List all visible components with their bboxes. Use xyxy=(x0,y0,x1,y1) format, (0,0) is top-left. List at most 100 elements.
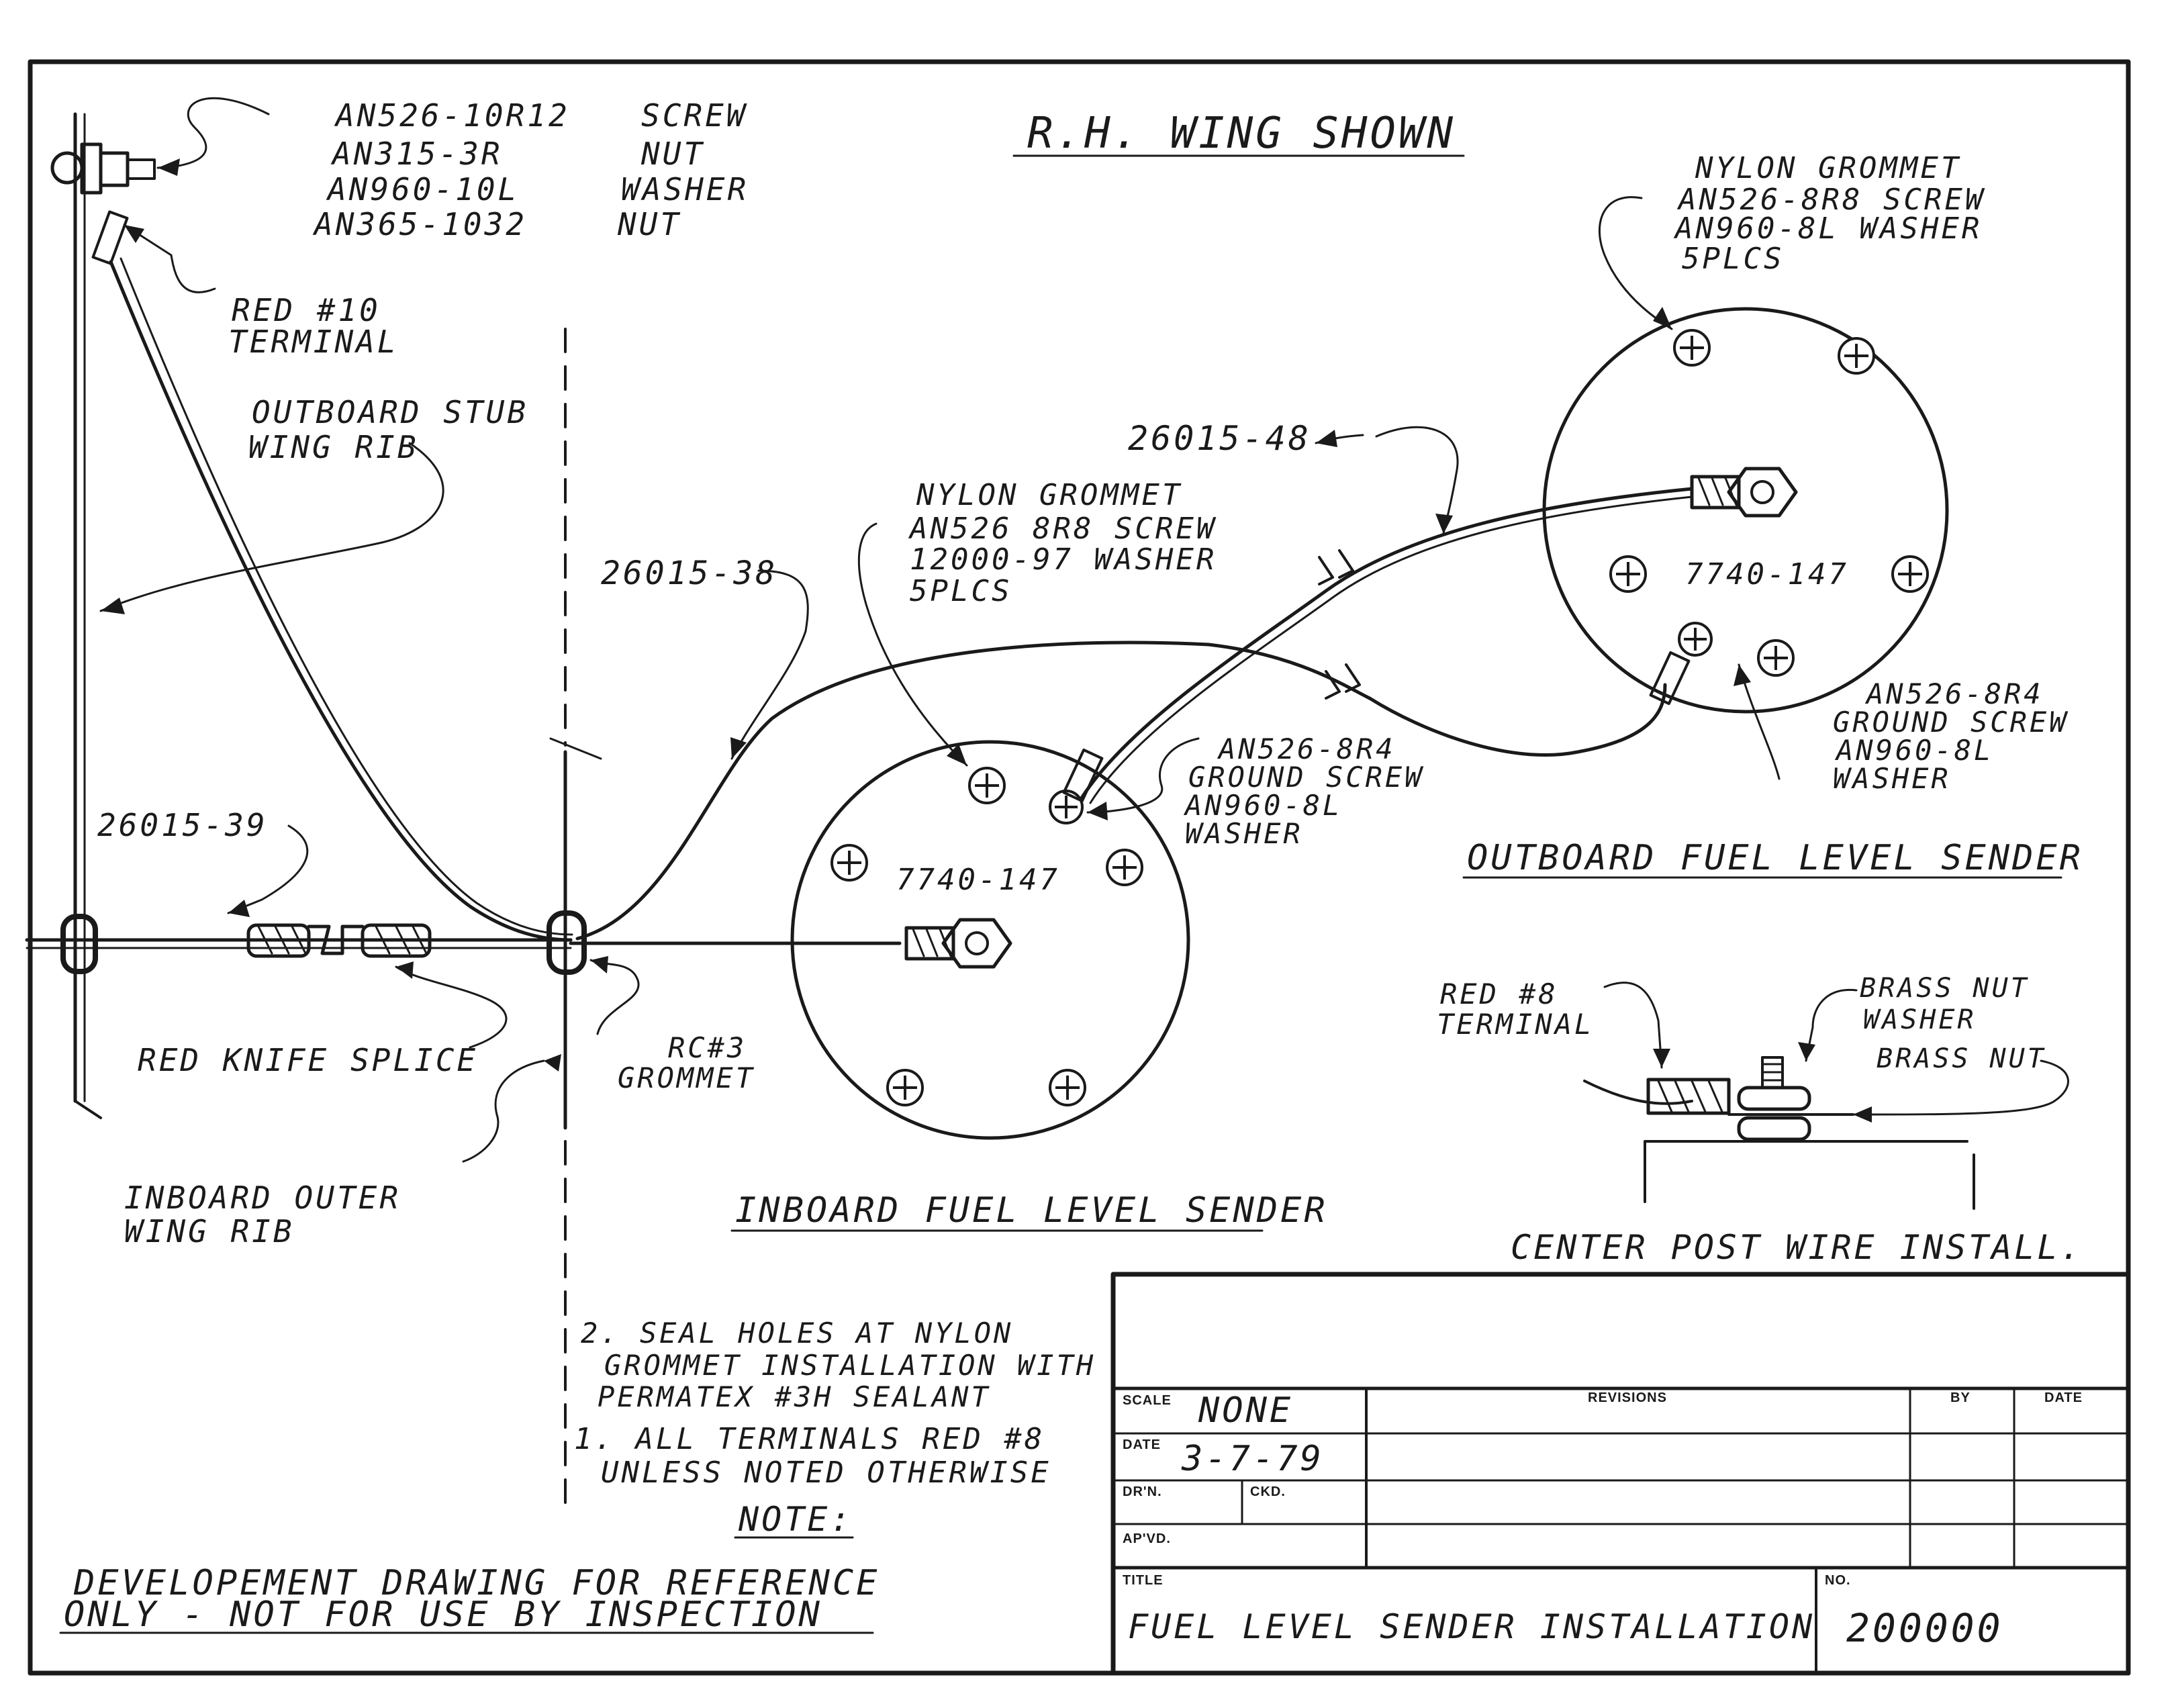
label-line: WASHER xyxy=(1833,762,1951,795)
label-outboard-grommet-note: NYLON GROMMET AN526-8R8 SCREW AN960-8L W… xyxy=(1673,151,1985,276)
scale-label: SCALE xyxy=(1123,1393,1172,1408)
label-line: AN960-8L WASHER xyxy=(1673,211,1982,246)
disclaimer: DEVELOPEMENT DRAWING FOR REFERENCE ONLY … xyxy=(59,1563,877,1635)
leader-lines xyxy=(99,97,2069,1163)
label-line: WING RIB xyxy=(124,1213,295,1249)
label-line: AN960-8L xyxy=(1834,734,1993,767)
drawn-label: DR'N. xyxy=(1123,1484,1162,1499)
wire-26015-38 xyxy=(575,640,1667,941)
label-outboard-stub-rib: OUTBOARD STUB WING RIB xyxy=(248,394,528,465)
label-wire-26015-38: 26015-38 xyxy=(601,555,777,592)
label-line: AN526-8R4 xyxy=(1864,677,2044,710)
label-outboard-ground-screw: AN526-8R4 GROUND SCREW AN960-8L WASHER xyxy=(1833,677,2069,795)
screw-icon xyxy=(831,844,868,882)
ground-screw-icon xyxy=(1049,790,1084,824)
label-line: AN526 8R8 SCREW xyxy=(908,512,1217,546)
title-label: TITLE xyxy=(1123,1573,1164,1588)
notes-block: 2. SEAL HOLES AT NYLON GROMMET INSTALLAT… xyxy=(574,1317,1096,1539)
label-sender-part-inboard: 7740-147 xyxy=(896,863,1060,897)
label-red-knife-splice: RED KNIFE SPLICE xyxy=(138,1042,478,1078)
label-line: RC#3 xyxy=(668,1031,747,1064)
label-line: GROUND SCREW xyxy=(1833,706,2069,739)
label-inboard-outer-rib: INBOARD OUTER WING RIB xyxy=(124,1180,398,1249)
label-line: NYLON GROMMET xyxy=(916,478,1182,512)
label-line: 5PLCS xyxy=(1682,242,1784,276)
label-line: GROUND SCREW xyxy=(1188,761,1424,794)
number-label: NO. xyxy=(1825,1573,1851,1588)
inboard-sender-screws xyxy=(831,748,1143,1106)
label-line: AN960-8L xyxy=(1183,789,1342,822)
by-label: BY xyxy=(1950,1390,1971,1405)
screw-icon xyxy=(1891,555,1929,593)
label-line: WASHER xyxy=(1185,817,1303,850)
label-line: TERMINAL xyxy=(228,324,399,360)
rev-date-label: DATE xyxy=(2044,1390,2083,1405)
part-type: SCREW xyxy=(641,97,747,134)
label-inboard-ground-screw: AN526-8R4 GROUND SCREW AN960-8L WASHER xyxy=(1183,732,1424,850)
screw-icon xyxy=(1757,639,1795,677)
label-wire-26015-48: 26015-48 xyxy=(1128,419,1311,458)
screw-icon xyxy=(886,1069,924,1106)
grommet-rc3 xyxy=(547,910,587,975)
leader-arrowheads xyxy=(101,158,1872,1123)
hardware-callout: AN526-10R12 AN315-3R AN960-10L AN365-103… xyxy=(312,97,749,242)
part-number: AN960-10L xyxy=(326,171,519,207)
label-line: NYLON GROMMET xyxy=(1695,151,1961,185)
note-line: GROMMET INSTALLATION WITH xyxy=(604,1349,1096,1382)
label-line: 5PLCS xyxy=(910,574,1012,608)
date-label: DATE xyxy=(1123,1437,1161,1452)
revisions-label: REVISIONS xyxy=(1588,1390,1667,1405)
label-line: 12000-97 WASHER xyxy=(910,542,1217,577)
inboard-sender-plate xyxy=(790,740,1190,1140)
screw-icon xyxy=(1609,555,1647,593)
screw-icon xyxy=(1106,849,1143,886)
scale-value: NONE xyxy=(1198,1390,1293,1431)
label-line: RED #10 xyxy=(232,292,381,328)
wire-break-marks xyxy=(1318,549,1361,700)
label-line: TERMINAL xyxy=(1437,1008,1594,1041)
screw-icon xyxy=(1049,1069,1086,1106)
heading-rh-wing: R.H. WING SHOWN xyxy=(1027,109,1456,158)
label-center-post-title: CENTER POST WIRE INSTALL. xyxy=(1511,1228,2083,1267)
label-line: OUTBOARD STUB xyxy=(252,394,528,430)
red-knife-splice xyxy=(246,923,432,958)
label-sender-part-outboard: 7740-147 xyxy=(1685,557,1849,591)
screw-icon xyxy=(1838,337,1875,375)
label-red-terminal-8: RED #8 TERMINAL xyxy=(1437,978,1594,1041)
wire-26015-48 xyxy=(1079,487,1694,804)
part-type: NUT xyxy=(617,206,681,242)
label-line: RED #8 xyxy=(1440,978,1558,1010)
label-line: BRASS NUT xyxy=(1860,973,2030,1004)
label-line: WING RIB xyxy=(248,429,419,465)
note-line: 2. SEAL HOLES AT NYLON xyxy=(581,1317,1013,1349)
wing-tip-bolt-stack xyxy=(50,142,156,265)
wire-red-terminal-10 xyxy=(109,257,573,942)
outboard-stub-rib-line xyxy=(73,112,102,1119)
drawing-number: 200000 xyxy=(1846,1605,2003,1651)
part-type: WASHER xyxy=(621,171,749,207)
part-number: AN315-3R xyxy=(330,136,503,172)
date-value: 3-7-79 xyxy=(1181,1439,1324,1479)
label-line: AN526-8R8 SCREW xyxy=(1676,183,1985,217)
ground-screw-icon xyxy=(1678,622,1713,657)
label-line: WASHER xyxy=(1863,1004,1977,1035)
screw-icon xyxy=(968,767,1006,804)
center-post-detail xyxy=(1583,1056,1975,1210)
label-inboard-sender-title: INBOARD FUEL LEVEL SENDER xyxy=(735,1190,1328,1231)
part-number: AN365-1032 xyxy=(312,206,527,242)
label-line: GROMMET xyxy=(618,1061,755,1094)
part-number: AN526-10R12 xyxy=(334,97,570,134)
outboard-sender-screws xyxy=(1609,329,1929,706)
checked-label: CKD. xyxy=(1250,1484,1286,1499)
outboard-sender-plate xyxy=(1542,307,1949,714)
title-block: SCALE NONE DATE 3-7-79 DR'N. CKD. AP'VD.… xyxy=(1110,1272,2131,1676)
label-inboard-grommet-note: NYLON GROMMET AN526 8R8 SCREW 12000-97 W… xyxy=(908,478,1217,608)
label-brass-stack: BRASS NUT WASHER BRASS NUT xyxy=(1860,973,2044,1074)
wire-26015-39 xyxy=(25,938,902,949)
label-red-terminal-10: RED #10 TERMINAL xyxy=(228,292,399,360)
note-heading: NOTE: xyxy=(738,1500,853,1539)
approved-label: AP'VD. xyxy=(1123,1531,1171,1546)
label-outboard-sender-title: OUTBOARD FUEL LEVEL SENDER xyxy=(1467,838,2083,878)
